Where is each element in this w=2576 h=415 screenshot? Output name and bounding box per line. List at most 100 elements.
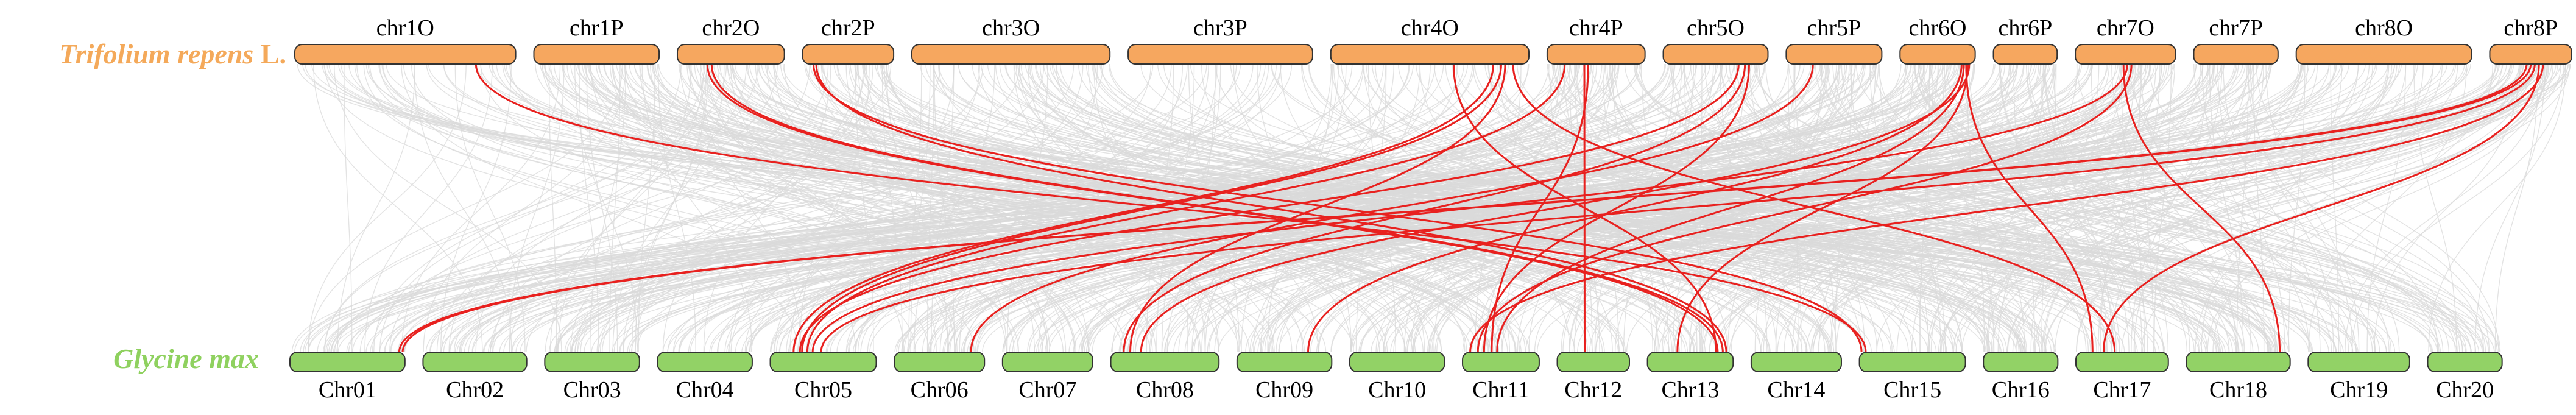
bottom-chromosome-chr11 [1462,352,1540,372]
top-chromosome-label-chr7p: chr7P [2209,15,2263,41]
background-link [2236,63,2249,353]
background-link [652,63,1963,353]
background-link [1360,63,2170,353]
background-link [1068,63,2238,353]
background-link [1534,63,2010,353]
highlighted-link-chr1o-chr15 [475,63,1867,353]
background-link [1445,63,1990,353]
background-link [403,63,1354,353]
top-species-label: Trifolium repens L. [59,38,286,69]
bottom-chromosome-label-chr08: Chr08 [1136,377,1194,403]
bottom-chromosome-label-chr14: Chr14 [1767,377,1825,403]
bottom-chromosome-label-chr15: Chr15 [1883,377,1941,403]
background-link [557,63,1364,353]
background-link [526,63,1277,353]
background-link [1810,63,2535,353]
background-link [719,63,1689,353]
background-link [1821,63,2230,353]
background-link [1163,63,2115,353]
background-link [2028,63,2290,353]
background-link [2494,63,2539,353]
background-link [1961,63,2521,353]
background-link [1914,63,2332,353]
background-link [1999,63,2501,353]
bottom-chromosome-chr01 [289,352,406,372]
background-link [1484,63,2484,353]
background-link [817,63,1293,353]
top-chromosome-label-chr6o: chr6O [1908,15,1966,41]
background-link [492,63,829,353]
background-link [1302,63,2020,353]
background-link [749,63,1841,353]
background-link [334,63,562,353]
background-link [845,63,1473,353]
background-link [1123,63,2557,353]
background-link [1405,63,2132,353]
background-link [702,63,1695,353]
bottom-chromosome-chr06 [894,352,986,372]
top-chromosome-label-chr2p: chr2P [821,15,875,41]
top-chromosome-chr4o [1330,44,1530,65]
background-link [2345,63,2544,353]
top-chromosome-label-chr5p: chr5P [1807,15,1861,41]
highlighted-link-chr4o-chr17 [1512,63,2116,353]
background-link [303,63,1509,353]
top-chromosome-label-chr6p: chr6P [1999,15,2053,41]
background-link [441,63,1020,353]
highlighted-link-chr4p-chr12 [1583,63,1586,353]
highlighted-link-chr2o-chr13 [710,63,1724,353]
bottom-chromosome-chr18 [2186,352,2291,372]
background-link [774,63,1084,353]
background-link [686,63,1157,353]
background-link [805,63,2047,353]
background-link [2428,63,2566,353]
highlighted-link-chr2p-chr15 [813,63,1863,353]
background-link [590,63,1089,353]
background-link [707,63,958,353]
background-link [1690,63,2208,353]
background-link [414,63,512,353]
background-link [672,63,1530,353]
highlighted-link-chr8p-chr05 [820,63,2536,353]
background-link [886,63,948,353]
background-link [1835,63,1852,353]
top-chromosome-label-chr3o: chr3O [982,15,1040,41]
background-link [1569,63,1846,353]
background-link [300,63,1865,353]
background-link [808,63,1952,353]
background-link [1754,63,2498,353]
highlighted-link-chr6o-chr09 [1307,63,1963,353]
background-link [933,63,2313,353]
background-link [308,63,467,353]
background-link [344,63,353,353]
top-chromosome-label-chr4p: chr4P [1569,15,1623,41]
background-link [2153,63,2172,353]
background-link [365,63,1670,353]
bottom-chromosome-chr10 [1349,352,1445,372]
background-link [426,63,1717,353]
bottom-chromosome-label-chr03: Chr03 [563,377,621,403]
background-link [2055,63,2359,353]
top-chromosome-label-chr8o: chr8O [2355,15,2413,41]
background-link [1653,63,2110,353]
background-link [1004,63,2438,353]
background-link [783,63,1199,353]
top-chromosome-chr6p [1992,44,2058,65]
background-link [1186,63,1216,353]
background-link [1099,63,2484,353]
background-link [512,63,2497,353]
top-chromosome-label-chr1o: chr1O [376,15,434,41]
top-chromosome-chr1p [533,44,660,65]
background-link [1525,63,2330,353]
background-link [492,63,1558,353]
background-link [1455,63,2353,353]
background-link [761,63,2466,353]
background-link [2015,63,2524,353]
background-link [789,63,955,353]
highlighted-link-chr6o-chr17 [1965,63,2094,353]
background-link [2111,63,2223,353]
background-link [2212,63,2494,353]
background-link [482,63,2571,353]
